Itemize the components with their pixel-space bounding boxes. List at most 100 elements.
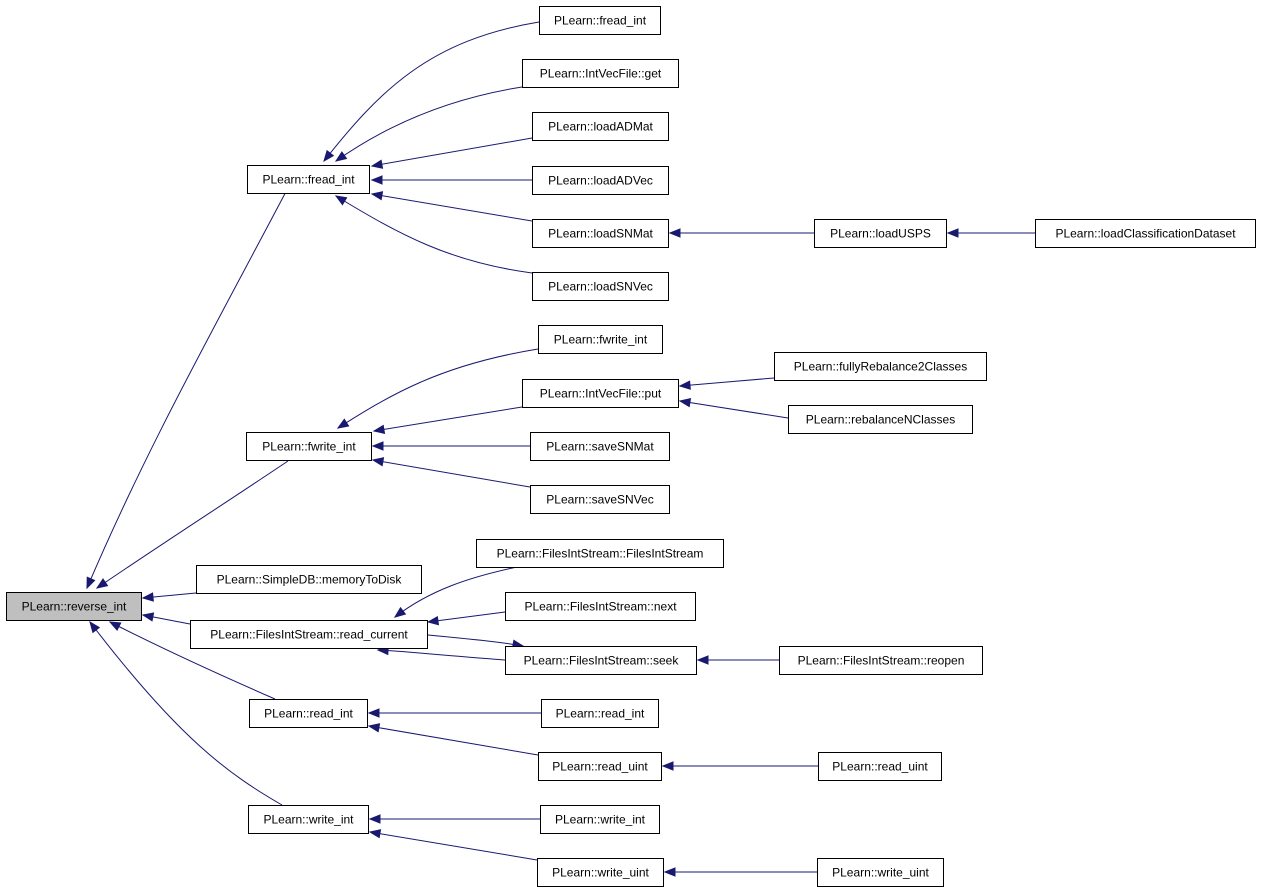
node-reverse-int[interactable]: PLearn::reverse_int (6, 592, 142, 621)
edge-fread_int_b-to-fread_int_a (323, 21, 540, 162)
node-box[interactable] (538, 752, 662, 781)
node-box[interactable] (818, 752, 942, 781)
node-label: PLearn::saveSNVec (546, 493, 653, 507)
node-loadSNVec[interactable]: PLearn::loadSNVec (532, 272, 669, 301)
node-label: PLearn::FilesIntStream::read_current (210, 628, 408, 642)
node-box[interactable] (1035, 219, 1256, 248)
arrowhead-loadADVec-to-fread_int_a (370, 175, 383, 185)
edges-layer (86, 21, 1035, 877)
node-box[interactable] (538, 325, 663, 354)
node-box[interactable] (532, 272, 669, 301)
node-loadADMat[interactable]: PLearn::loadADMat (532, 112, 669, 141)
node-box[interactable] (532, 166, 669, 195)
node-write-int-a[interactable]: PLearn::write_int (248, 805, 369, 834)
node-label: PLearn::fread_int (262, 173, 355, 187)
node-loadSNMat[interactable]: PLearn::loadSNMat (532, 219, 669, 248)
edge-read_int_a-to-reverse_int (109, 621, 276, 700)
node-box[interactable] (539, 6, 661, 35)
node-intvec-get[interactable]: PLearn::IntVecFile::get (522, 59, 679, 88)
arrowhead-saveSNVec-to-fwrite_int_a (371, 457, 385, 467)
node-box[interactable] (505, 646, 697, 675)
node-box[interactable] (537, 858, 664, 887)
node-box[interactable] (774, 352, 987, 381)
node-box[interactable] (779, 646, 983, 675)
edge-fullyRebalance2Classes-to-intvec_put (679, 377, 775, 387)
arrowhead-read_int_a-to-reverse_int (108, 621, 122, 631)
arrowhead-write_int_b-to-write_int_a (368, 814, 381, 824)
edge-read_uint_a-to-read_int_a (368, 725, 539, 756)
node-label: PLearn::fwrite_int (262, 440, 356, 454)
node-read-int-a[interactable]: PLearn::read_int (249, 699, 368, 728)
node-fis-ctor[interactable]: PLearn::FilesIntStream::FilesIntStream (476, 539, 724, 568)
node-loadUSPS[interactable]: PLearn::loadUSPS (814, 219, 947, 248)
node-fread-int-a[interactable]: PLearn::fread_int (247, 165, 370, 194)
node-fwrite-int-a[interactable]: PLearn::fwrite_int (246, 432, 372, 461)
node-saveSNVec[interactable]: PLearn::saveSNVec (530, 485, 670, 514)
node-label: PLearn::fullyRebalance2Classes (794, 360, 967, 374)
node-box[interactable] (522, 379, 679, 408)
node-box[interactable] (817, 858, 944, 887)
node-box[interactable] (6, 592, 142, 621)
node-loadClassificationDataset[interactable]: PLearn::loadClassificationDataset (1035, 219, 1256, 248)
node-box[interactable] (522, 59, 679, 88)
arrowhead-loadUSPS-to-loadSNMat (668, 228, 681, 238)
node-label: PLearn::FilesIntStream::reopen (798, 654, 965, 668)
arrowhead-read_int_b-to-read_int_a (367, 708, 380, 718)
node-label: PLearn::write_int (263, 813, 354, 827)
node-box[interactable] (190, 620, 428, 649)
node-read-int-b[interactable]: PLearn::read_int (541, 699, 659, 728)
node-label: PLearn::FilesIntStream::seek (524, 654, 680, 668)
node-box[interactable] (246, 432, 372, 461)
arrowhead-read_current-to-reverse_int (141, 612, 155, 622)
node-box[interactable] (248, 805, 369, 834)
edge-saveSNVec-to-fwrite_int_a (372, 459, 531, 488)
node-read-current[interactable]: PLearn::FilesIntStream::read_current (190, 620, 428, 649)
node-box[interactable] (530, 432, 670, 461)
node-fwrite-int-b[interactable]: PLearn::fwrite_int (538, 325, 663, 354)
arrowhead-intvec_get-to-fread_int_a (334, 151, 348, 162)
node-box[interactable] (788, 405, 973, 434)
arrowhead-fread_int_b-to-fread_int_a (323, 149, 335, 163)
node-saveSNMat[interactable]: PLearn::saveSNMat (530, 432, 670, 461)
node-box[interactable] (249, 699, 368, 728)
node-read-uint-b[interactable]: PLearn::read_uint (818, 752, 942, 781)
edge-loadSNMat-to-fread_int_a (371, 193, 533, 222)
node-write-uint-b[interactable]: PLearn::write_uint (817, 858, 944, 887)
node-box[interactable] (532, 219, 669, 248)
node-fis-next[interactable]: PLearn::FilesIntStream::next (505, 592, 696, 621)
node-loadADVec[interactable]: PLearn::loadADVec (532, 166, 669, 195)
node-memoryToDisk[interactable]: PLearn::SimpleDB::memoryToDisk (196, 565, 422, 594)
node-box[interactable] (196, 565, 422, 594)
node-box[interactable] (530, 485, 670, 514)
node-label: PLearn::IntVecFile::put (540, 387, 662, 401)
node-fullyRebalance2Classes[interactable]: PLearn::fullyRebalance2Classes (774, 352, 987, 381)
edge-loadADMat-to-fread_int_a (371, 137, 533, 167)
node-fread-int-b[interactable]: PLearn::fread_int (539, 6, 661, 35)
node-label: PLearn::write_uint (832, 866, 929, 880)
node-box[interactable] (814, 219, 947, 248)
edge-read_current-to-fis_seek (427, 634, 524, 647)
node-read-uint-a[interactable]: PLearn::read_uint (538, 752, 662, 781)
node-label: PLearn::loadADMat (548, 120, 653, 134)
node-fis-seek[interactable]: PLearn::FilesIntStream::seek (505, 646, 697, 675)
node-box[interactable] (247, 165, 370, 194)
arrowhead-memoryToDisk-to-reverse_int (141, 592, 154, 602)
node-box[interactable] (505, 592, 696, 621)
node-box[interactable] (532, 112, 669, 141)
node-write-int-b[interactable]: PLearn::write_int (540, 805, 660, 834)
node-box[interactable] (540, 805, 660, 834)
arrowhead-rebalanceNClasses-to-intvec_put (678, 397, 692, 408)
arrowhead-loadSNMat-to-fread_int_a (370, 191, 384, 201)
arrowhead-saveSNMat-to-fwrite_int_a (371, 441, 384, 451)
arrowhead-write_uint_b-to-write_uint_a (663, 867, 676, 877)
node-intvec-put[interactable]: PLearn::IntVecFile::put (522, 379, 679, 408)
node-rebalanceNClasses[interactable]: PLearn::rebalanceNClasses (788, 405, 973, 434)
node-label: PLearn::loadUSPS (830, 227, 931, 241)
node-box[interactable] (541, 699, 659, 728)
edge-intvec_get-to-fread_int_a (335, 86, 523, 162)
arrowhead-fis_next-to-read_current (426, 615, 440, 626)
node-box[interactable] (476, 539, 724, 568)
node-label: PLearn::loadSNVec (548, 280, 653, 294)
node-write-uint-a[interactable]: PLearn::write_uint (537, 858, 664, 887)
node-fis-reopen[interactable]: PLearn::FilesIntStream::reopen (779, 646, 983, 675)
